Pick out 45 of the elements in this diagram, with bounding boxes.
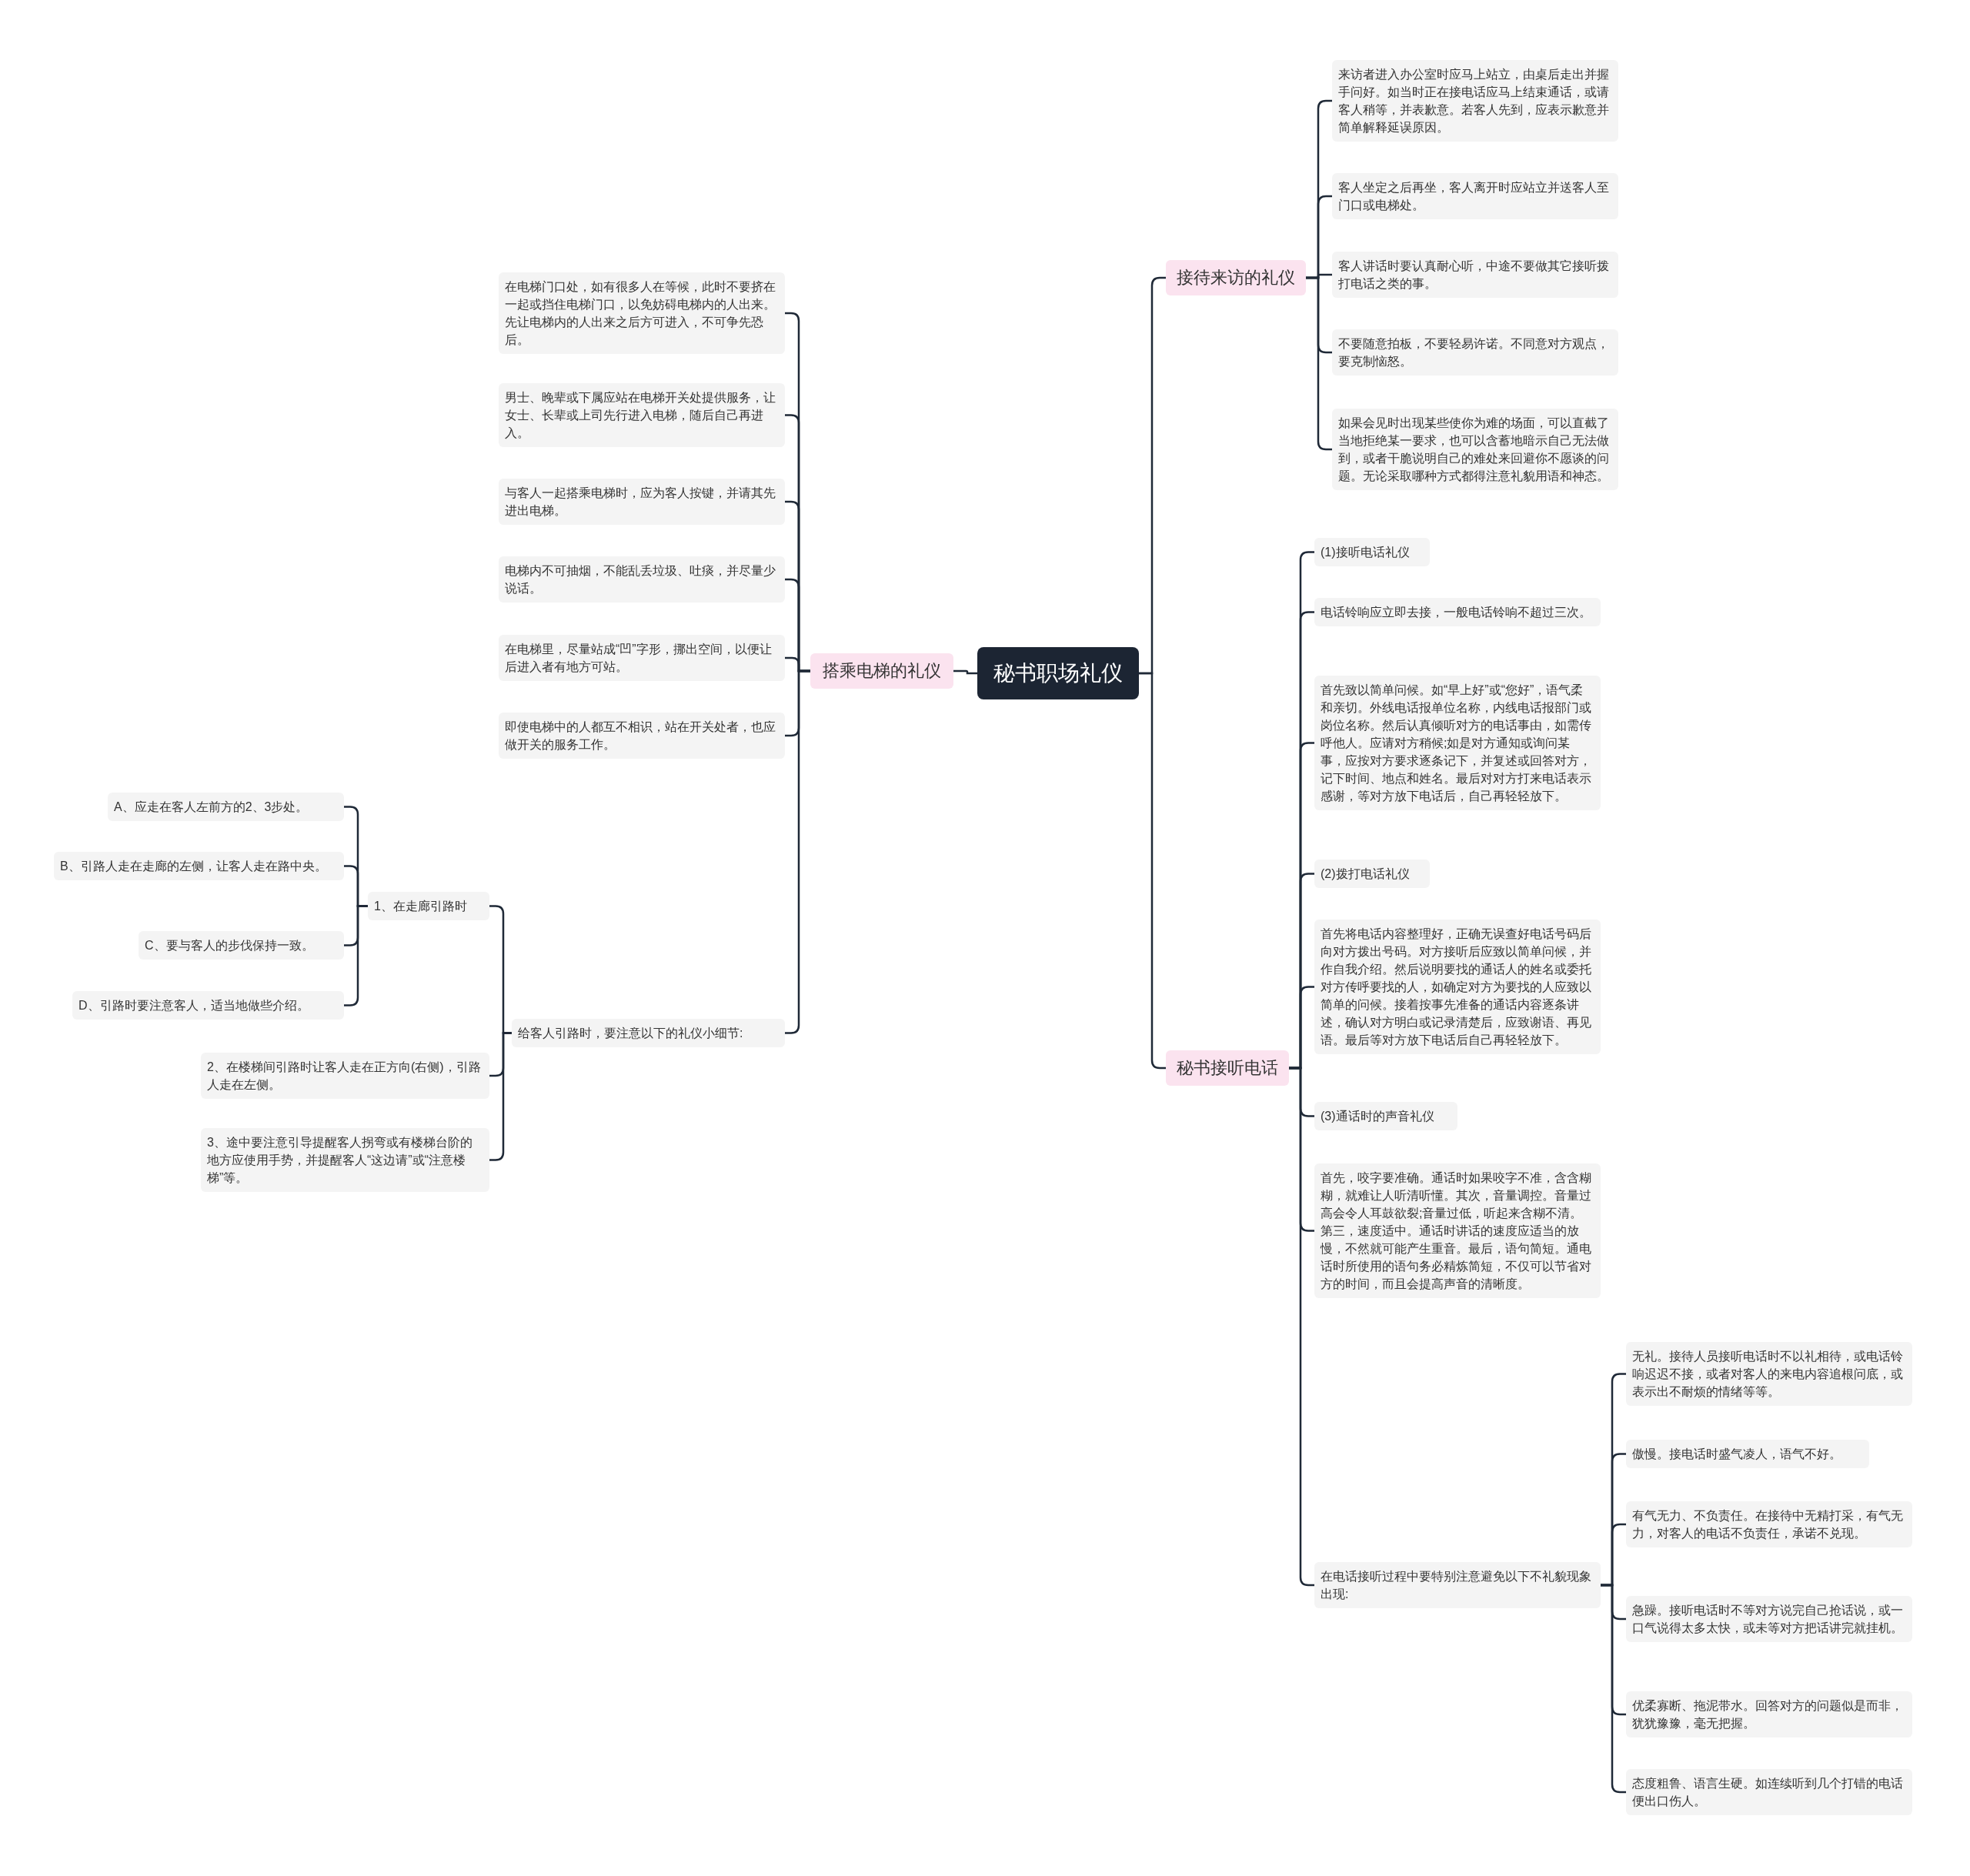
- note-box: D、引路时要注意客人，适当地做些介绍。: [72, 991, 344, 1020]
- note-box: 首先将电话内容整理好，正确无误查好电话号码后向对方拨出号码。对方接听后应致以简单问候，并作自我介绍。然后说明要找的通话人的姓名或委托对方传呼要找的人，如确定对方为要找的人应致以简单的问候。接着按事先准备的通话内容逐条讲述，确认对方明白或记录清楚后，应致谢语、再见语。最后等对方放下电话后自己再轻轻放下。: [1314, 920, 1601, 1054]
- note-box: 急躁。接听电话时不等对方说完自己抢话说，或一口气说得太多太快，或未等对方把话讲完就挂机。: [1626, 1596, 1912, 1642]
- note-box: A、应走在客人左前方的2、3步处。: [108, 793, 344, 821]
- topic-box: 接待来访的礼仪: [1166, 260, 1306, 295]
- connector-line: [1139, 672, 1166, 1070]
- note-box: 3、途中要注意引导提醒客人拐弯或有楼梯台阶的地方应使用手势，并提醒客人“这边请”或“注意楼梯”等。: [201, 1128, 489, 1192]
- note-box: 有气无力、不负责任。在接待中无精打采，有气无力，对客人的电话不负责任，承诺不兑现。: [1626, 1501, 1912, 1547]
- note-box: 态度粗鲁、语言生硬。如连续听到几个打错的电话便出口伤人。: [1626, 1769, 1912, 1815]
- note-box: 不要随意拍板，不要轻易许诺。不同意对方观点，要克制恼怒。: [1332, 329, 1618, 376]
- note-box: C、要与客人的步伐保持一致。: [139, 931, 344, 960]
- note-box: 2、在楼梯间引路时让客人走在正方向(右侧)，引路人走在左侧。: [201, 1053, 489, 1099]
- note-box: B、引路人走在走廊的左侧，让客人走在路中央。: [54, 852, 344, 880]
- note-box: 客人坐定之后再坐，客人离开时应站立并送客人至门口或电梯处。: [1332, 173, 1618, 219]
- note-box: 来访者进入办公室时应马上站立，由桌后走出并握手问好。如当时正在接电话应马上结束通话，或请客人稍等，并表歉意。若客人先到，应表示歉意并简单解释延误原因。: [1332, 60, 1618, 142]
- note-box: 与客人一起搭乘电梯时，应为客人按键，并请其先进出电梯。: [499, 479, 785, 525]
- connector-line: [344, 905, 368, 1006]
- note-box: 给客人引路时，要注意以下的礼仪小细节:: [512, 1019, 785, 1047]
- note-box: (2)拨打电话礼仪: [1314, 860, 1430, 888]
- note-box: 电梯内不可抽烟，不能乱丢垃圾、吐痰，并尽量少说话。: [499, 556, 785, 603]
- connector-line: [785, 669, 810, 1034]
- note-box: 无礼。接待人员接听电话时不以礼相待，或电话铃响迟迟不接，或者对客人的来电内容追根问底，或表示出不耐烦的情绪等等。: [1626, 1342, 1912, 1406]
- note-box: 首先致以简单问候。如“早上好”或“您好”，语气柔和亲切。外线电话报单位名称，内线电话报部门或岗位名称。然后认真倾听对方的电话事由，如需传呼他人。应请对方稍候;如是对方通知或询问某事，应按对方要求逐条记下，并复述或回答对方，记下时间、地点和姓名。最后对对方打来电话表示感谢，等对方放下电话后，自己再轻轻放下。: [1314, 676, 1601, 810]
- note-box: 电话铃响应立即去接，一般电话铃响不超过三次。: [1314, 598, 1601, 626]
- note-box: 在电梯里，尽量站成“凹”字形，挪出空间，以便让后进入者有地方可站。: [499, 635, 785, 681]
- note-box: 客人讲话时要认真耐心听，中途不要做其它接听拨打电话之类的事。: [1332, 252, 1618, 298]
- central-topic: 秘书职场礼仪: [977, 647, 1139, 699]
- note-box: (1)接听电话礼仪: [1314, 538, 1430, 566]
- connector-line: [1601, 1584, 1626, 1794]
- connector-line: [953, 669, 977, 675]
- topic-box: 秘书接听电话: [1166, 1050, 1289, 1086]
- note-box: 1、在走廊引路时: [368, 892, 489, 920]
- topic-box: 搭乘电梯的礼仪: [810, 653, 953, 689]
- note-box: 在电梯门口处，如有很多人在等候，此时不要挤在一起或挡住电梯门口，以免妨碍电梯内的人出来。先让电梯内的人出来之后方可进入，不可争先恐后。: [499, 272, 785, 354]
- note-box: 首先，咬字要准确。通话时如果咬字不准，含含糊糊，就难让人听清听懂。其次，音量调控。音量过高会令人耳鼓欲裂;音量过低，听起来含糊不清。第三，速度适中。通话时讲话的速度应适当的放慢，不然就可能产生重音。最后，语句简短。通电话时所使用的语句务必精炼简短，不仅可以节省对方的时间，而且会提高声音的清晰度。: [1314, 1163, 1601, 1298]
- note-box: 男士、晚辈或下属应站在电梯开关处提供服务，让女士、长辈或上司先行进入电梯，随后自己再进入。: [499, 383, 785, 447]
- note-box: (3)通话时的声音礼仪: [1314, 1102, 1457, 1130]
- connector-line: [489, 1032, 512, 1161]
- note-box: 在电话接听过程中要特别注意避免以下不礼貌现象出现:: [1314, 1562, 1601, 1608]
- note-box: 傲慢。接电话时盛气凌人，语气不好。: [1626, 1440, 1869, 1468]
- connector-line: [1289, 1067, 1314, 1587]
- connector-line: [1306, 276, 1332, 451]
- note-box: 即使电梯中的人都互不相识，站在开关处者，也应做开关的服务工作。: [499, 713, 785, 759]
- note-box: 优柔寡断、拖泥带水。回答对方的问题似是而非，犹犹豫豫，毫无把握。: [1626, 1691, 1912, 1737]
- note-box: 如果会见时出现某些使你为难的场面，可以直截了当地拒绝某一要求，也可以含蓄地暗示自己无法做到，或者干脆说明自己的难处来回避你不愿谈的问题。无论采取哪种方式都得注意礼貌用语和神态。: [1332, 409, 1618, 490]
